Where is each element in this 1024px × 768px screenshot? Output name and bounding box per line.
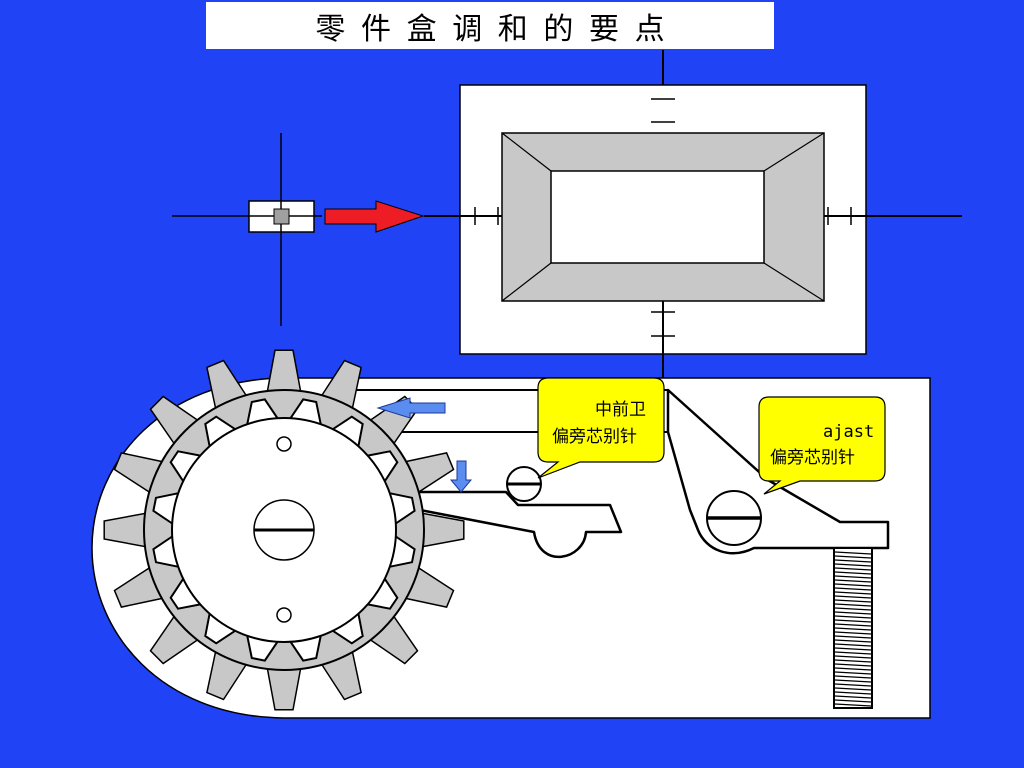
hub-hole-top bbox=[276, 436, 292, 452]
pawl-screw-icon bbox=[506, 466, 542, 502]
left-crosshair bbox=[172, 133, 322, 326]
blue-down-arrow-icon bbox=[449, 460, 473, 493]
red-arrow-icon bbox=[324, 200, 425, 233]
callout-2-line-1: ajast bbox=[823, 422, 875, 442]
threaded-screw bbox=[833, 547, 873, 709]
beveled-frame bbox=[501, 132, 825, 302]
callout-1-line-1: 中前卫 bbox=[595, 400, 646, 420]
small-square-marker bbox=[273, 208, 290, 225]
axis-ticks bbox=[474, 98, 852, 337]
pawl-lever bbox=[370, 480, 623, 559]
callout-bubble-1 bbox=[537, 377, 665, 479]
callout-bubble-2 bbox=[758, 396, 886, 495]
hub-hole-bottom bbox=[276, 607, 292, 623]
callout-2-line-2: 偏旁芯别针 bbox=[770, 448, 855, 468]
lever-screw-icon bbox=[706, 490, 762, 546]
page-title: 零件盒调和的要点 bbox=[315, 11, 681, 47]
callout-1-line-2: 偏旁芯别针 bbox=[552, 427, 637, 447]
blue-left-arrow-icon bbox=[376, 397, 446, 419]
title-box: 零件盒调和的要点 bbox=[206, 2, 774, 49]
ratchet-wheel bbox=[103, 349, 465, 711]
